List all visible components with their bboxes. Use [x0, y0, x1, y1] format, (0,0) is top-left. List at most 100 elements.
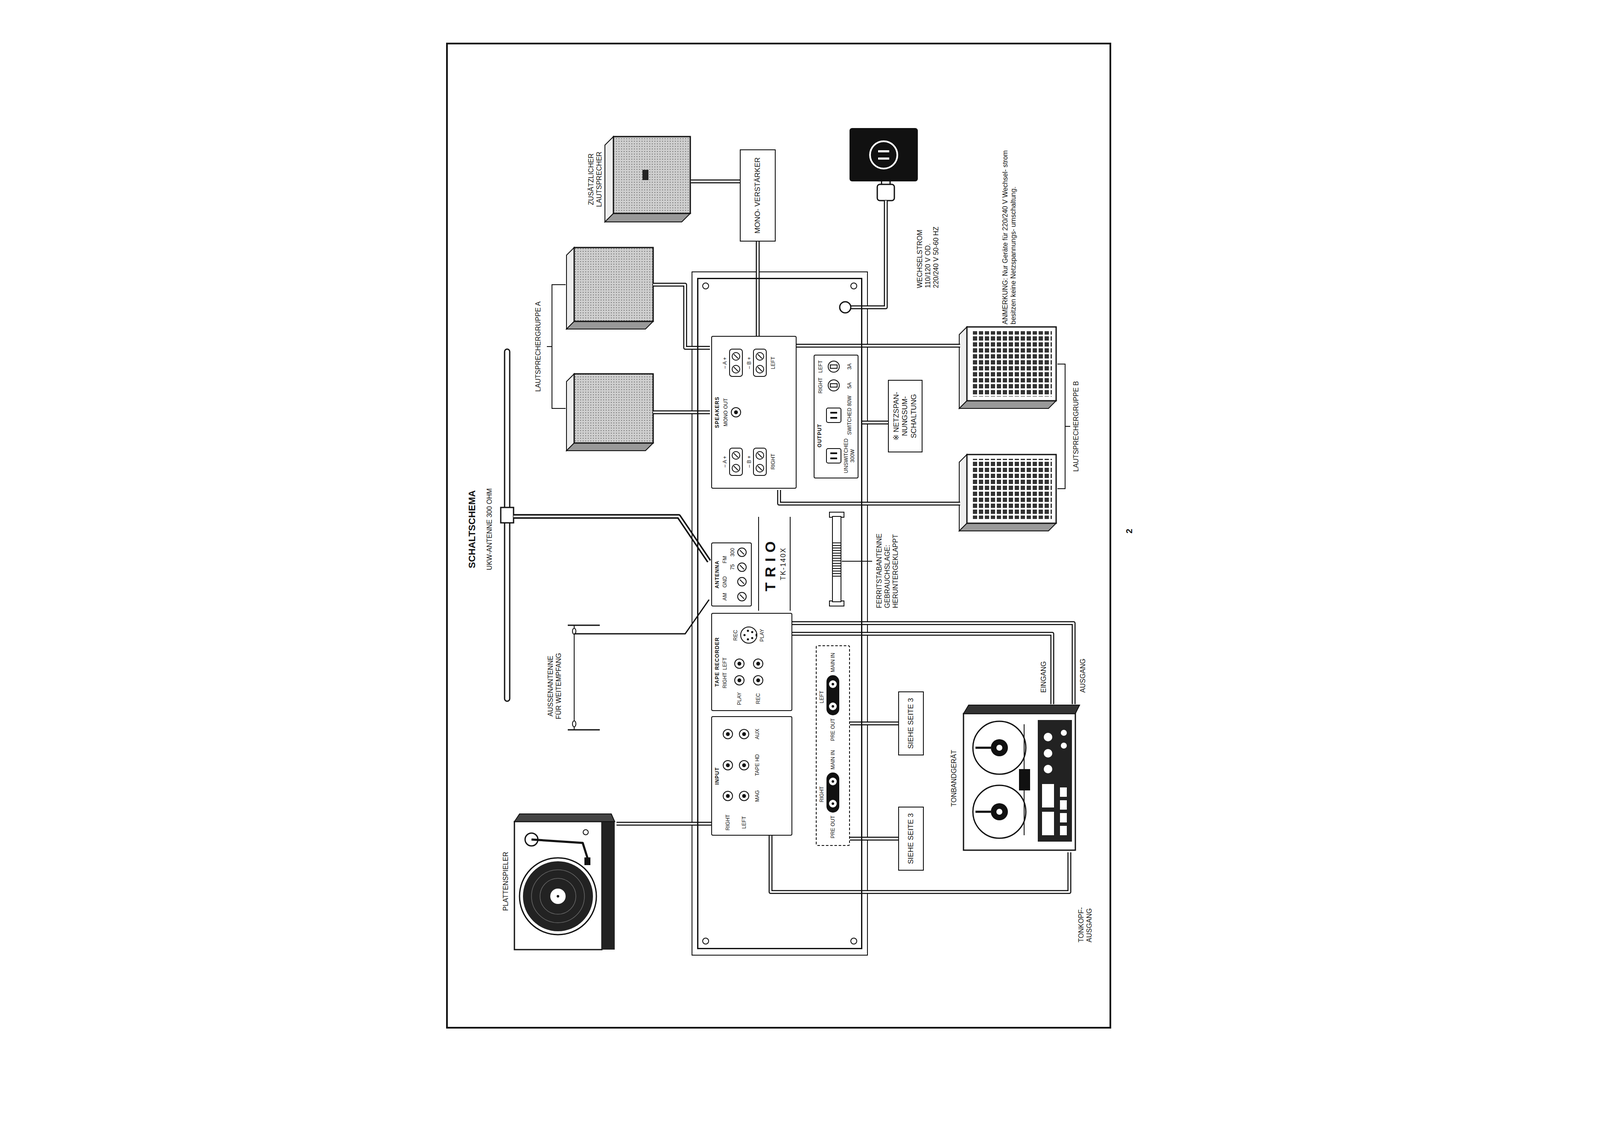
node-text: ANTENNA [714, 545, 721, 604]
group-bracket [546, 284, 1071, 489]
tape-deck [1042, 811, 1055, 836]
pair-symbol [756, 451, 764, 460]
grid-cell [736, 576, 748, 587]
grid-cell: RECPLAY [732, 626, 766, 646]
tape-deck [963, 705, 1080, 851]
diagram-title: SCHALTSCHEMA [466, 458, 478, 600]
grid-cell: – B + [746, 348, 767, 377]
jack-symbol [742, 732, 747, 736]
tape-deck: TONBANDGERÄT [949, 704, 1084, 853]
jack-symbol [726, 732, 730, 736]
turntable [519, 858, 597, 935]
tape-deck [1059, 800, 1067, 810]
speaker-cabinet [604, 136, 691, 222]
am-wire-antenna [567, 729, 600, 731]
mains-socket-plug [849, 128, 918, 182]
grid-cell [736, 547, 748, 558]
jack-symbol [738, 728, 751, 741]
turntable: PLATTENSPIELER [501, 808, 617, 955]
grid-cell: LEFT [721, 657, 728, 670]
turntable [583, 829, 589, 836]
connector-layer [446, 42, 1147, 1029]
outlet-symbol [825, 407, 842, 424]
am-wire-antenna [573, 625, 575, 730]
node-text: LEFT [741, 816, 748, 829]
node-text: LEFT [818, 690, 825, 704]
cable-connector [757, 241, 759, 336]
node-text: 5A [846, 382, 853, 389]
node-text: MAG [754, 790, 761, 803]
node-text: RIGHT [770, 453, 777, 470]
tape-deck [1060, 729, 1067, 736]
node-text: MAIN IN [829, 653, 836, 673]
grid-cell: AM [721, 592, 728, 601]
turntable [522, 861, 593, 932]
ferrite-rod-antenna [832, 516, 841, 602]
grid-cell [721, 790, 734, 803]
grid-cell: LEFT [770, 356, 777, 370]
jack-symbol [737, 662, 742, 666]
grid-cell [736, 591, 748, 602]
jumper-group: LEFTPRE OUTMAIN IN [818, 653, 840, 742]
cable-outline [862, 420, 888, 425]
turntable [514, 814, 615, 822]
node-text: LEFT [817, 360, 824, 373]
jumper-symbol [831, 780, 835, 783]
tape-deck [972, 721, 1026, 775]
jack-symbol [726, 763, 730, 768]
reference-box: SIEHE SEITE 3 [898, 806, 924, 871]
grid-cell [752, 657, 765, 670]
page-number: 2 [1124, 516, 1135, 534]
pair-symbol [732, 365, 740, 374]
rotated-sheet: TRIOTK-140XINPUTRIGHTLEFTMAGTAPE HDAUXTA… [446, 42, 1147, 1029]
fm-dipole-antenna [504, 349, 510, 702]
jumper-symbol [826, 772, 840, 813]
terminal-grid: RIGHTLEFTMAGTAPE HDAUX [721, 719, 761, 833]
jack-symbol [721, 790, 734, 803]
speaker-cable [653, 284, 961, 504]
grid-cell: PLAY [736, 692, 743, 706]
speaker-cabinet [971, 458, 1052, 520]
node-text: – B + [746, 356, 753, 369]
speaker-cabinet [966, 454, 1057, 524]
illustration-space [957, 704, 1084, 853]
node-text: PRE OUT [829, 815, 836, 839]
screw-symbol [737, 577, 747, 587]
node-text: RIGHT [724, 814, 731, 831]
amplifier-chassis [691, 271, 868, 956]
jack-symbol [721, 728, 734, 741]
jumper-symbol [826, 675, 840, 716]
grid-cell [733, 657, 746, 670]
node-text: INPUT [714, 719, 721, 833]
speaker-cabinet [604, 213, 691, 222]
terminal-grid: – A +MONO OUT– A +– B +– B +RIGHTLEFT [721, 338, 777, 486]
screw-symbol [736, 547, 748, 558]
tape-deck [996, 744, 1003, 751]
pair-symbol [732, 451, 740, 460]
edge-label: EINGANG [1039, 649, 1048, 694]
amplifier-chassis [691, 271, 868, 956]
screw-symbol [737, 563, 747, 572]
mains-socket-plug [881, 178, 883, 185]
jumper-symbol [829, 680, 837, 689]
pair-symbol [757, 367, 763, 372]
node-text: AUX [754, 729, 761, 740]
jumper-symbol [831, 802, 835, 806]
din-symbol [751, 631, 754, 634]
outlet-symbol [830, 411, 838, 414]
voltage-selector-note: ※ NETZSPAN- NUNGSUM- SCHALTUNG [887, 379, 923, 453]
speaker-cabinet [566, 321, 654, 330]
jumper-symbol [829, 777, 837, 786]
fm-dipole-antenna [500, 507, 514, 523]
jack-symbol [734, 675, 745, 686]
pair-symbol [753, 348, 767, 377]
speaker-cabinet [566, 443, 654, 451]
node-text: 75 [729, 564, 736, 570]
ferrite-rod-antenna [832, 543, 841, 577]
grid-cell [738, 728, 751, 741]
node-text: TRIO [761, 516, 780, 611]
turntable [531, 839, 588, 860]
jack-symbol [738, 790, 751, 803]
speaker-cabinet [959, 400, 1057, 409]
jack-symbol [739, 729, 749, 739]
